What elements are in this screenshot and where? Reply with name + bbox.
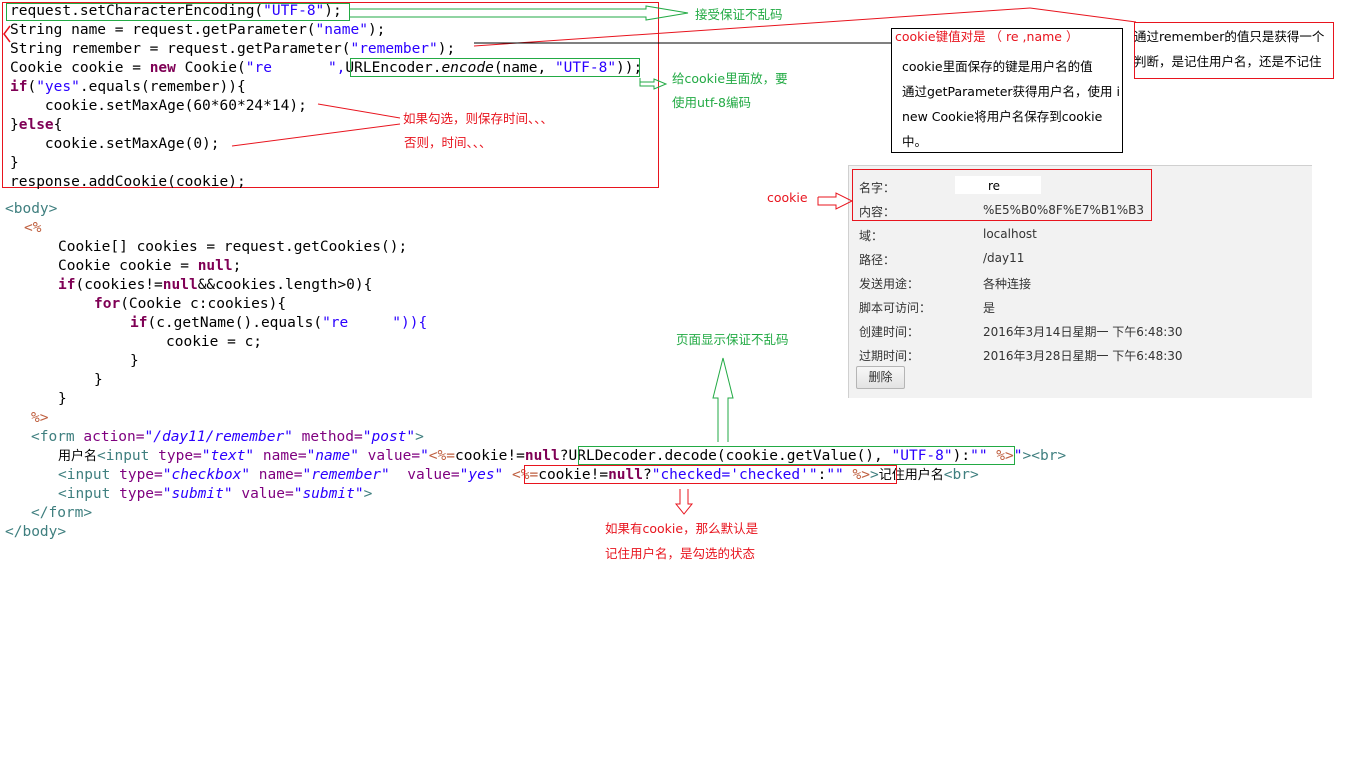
- code-line-2: String name = request.getParameter("name…: [10, 22, 386, 38]
- cookie-created-value: 2016年3月14日星期一 下午6:48:30: [983, 325, 1183, 339]
- cookie-put-arrow: [639, 78, 668, 90]
- checked-note-line2: 否则，时间、、、: [404, 135, 492, 150]
- code-b9: }: [58, 391, 67, 407]
- default-state-arrow: [674, 489, 694, 515]
- code-line-9: }: [10, 155, 19, 171]
- cookie-created-label: 创建时间：: [859, 325, 920, 339]
- cookie-label: cookie: [767, 190, 808, 205]
- cookie-expires-label: 过期时间：: [859, 349, 920, 363]
- cookie-name-content-highlight: [852, 169, 1152, 221]
- code-line-5: if("yes".equals(remember)){: [10, 79, 246, 95]
- form-close-tag: </form>: [31, 505, 93, 521]
- urlencoder-highlight-box: [350, 58, 640, 77]
- cookie-send-label: 发送用途：: [859, 277, 920, 291]
- cookie-send-value: 各种连接: [983, 277, 1032, 291]
- code-line-1: request.setCharacterEncoding("UTF-8");: [10, 3, 342, 19]
- code-b1: Cookie[] cookies = request.getCookies();: [58, 239, 408, 255]
- cookie-domain-label: 域：: [859, 229, 884, 243]
- left-bracket-marker: [3, 25, 11, 43]
- cookie-script-value: 是: [983, 301, 996, 315]
- cookie-content-value: %E5%B0%8F%E7%B1%B3: [983, 203, 1144, 217]
- code-b4: for(Cookie c:cookies){: [94, 296, 287, 312]
- jsp-close-tag: %>: [31, 410, 49, 426]
- code-b8: }: [94, 372, 103, 388]
- encoding-note: 接受保证不乱码: [695, 7, 783, 22]
- code-b5: if(c.getName().equals("re")){: [130, 315, 428, 331]
- cookie-script-label: 脚本可访问：: [859, 301, 932, 315]
- default-note-line2: 记住用户名，是勾选的状态: [605, 546, 756, 561]
- code-line-7: }else{: [10, 117, 63, 133]
- code-line-6: cookie.setMaxAge(60*60*24*14);: [10, 98, 307, 114]
- kv-note-box: [891, 28, 1123, 153]
- cookie-info-panel: 名字： re 内容： %E5%B0%8F%E7%B1%B3 域： localho…: [848, 165, 1312, 398]
- encoding-arrow: [350, 5, 689, 21]
- remember-connector: [473, 7, 1137, 47]
- top-code-frame: [2, 2, 659, 188]
- code-b6: cookie = c;: [166, 334, 263, 350]
- cookie-put-note-line2: 使用utf-8编码: [672, 95, 752, 110]
- body-open-tag: <body>: [5, 201, 58, 217]
- checked-note-line1: 如果勾选，则保存时间、、、: [403, 111, 554, 126]
- kv-note-line2: 通过getParameter获得用户名，使用 i: [902, 84, 1120, 99]
- code-line-10: response.addCookie(cookie);: [10, 174, 246, 190]
- body-close-tag: </body>: [5, 524, 67, 540]
- code-b3: if(cookies!=null&&cookies.length>0){: [58, 277, 373, 293]
- cookie-name-value: re: [988, 179, 1001, 193]
- kv-note-line3: new Cookie将用户名保存到cookie: [902, 109, 1103, 124]
- code-b2: Cookie cookie = null;: [58, 258, 242, 274]
- code-b7: }: [130, 353, 139, 369]
- encoding-highlight-box: [6, 3, 350, 21]
- masked-name-area: [955, 176, 1041, 194]
- cookie-put-note-line1: 给cookie里面放，要: [672, 71, 788, 86]
- cookie-content-label: 内容：: [859, 205, 896, 219]
- kv-note-title: cookie键值对是 （ re ,name ）: [895, 29, 1079, 44]
- remember-note-line1: 通过remember的值只是获得一个: [1134, 29, 1325, 44]
- form-line-submit: <input type="submit" value="submit">: [58, 486, 373, 502]
- cookie-domain-value: localhost: [983, 227, 1037, 241]
- remember-note-box: [1134, 22, 1334, 79]
- cookie-name-label: 名字：: [859, 181, 896, 195]
- page-display-arrow: [712, 357, 734, 442]
- cookie-path-value: /day11: [983, 251, 1025, 265]
- kv-note-line4: 中。: [902, 134, 928, 149]
- code-line-3: String remember = request.getParameter("…: [10, 41, 456, 57]
- remember-note-line2: 判断，是记住用户名，还是不记住: [1134, 54, 1322, 69]
- urldecoder-highlight-box: [578, 446, 1015, 465]
- checked-connectors: [231, 103, 401, 147]
- cookie-path-label: 路径：: [859, 253, 896, 267]
- cookie-expires-value: 2016年3月28日星期一 下午6:48:30: [983, 349, 1183, 363]
- delete-cookie-button[interactable]: 删除: [856, 366, 905, 389]
- cookie-panel-arrow: [817, 192, 854, 210]
- page-display-note: 页面显示保证不乱码: [676, 332, 789, 347]
- jsp-open-tag: <%: [24, 220, 42, 236]
- default-note-line1: 如果有cookie，那么默认是: [605, 521, 759, 536]
- form-open-line: <form action="/day11/remember" method="p…: [31, 429, 424, 445]
- checked-highlight-box: [524, 465, 897, 484]
- kv-note-line1: cookie里面保存的键是用户名的值: [902, 59, 1093, 74]
- form-line-username: 用户名<input type="text" name="name" value=…: [58, 448, 1067, 464]
- code-line-8: cookie.setMaxAge(0);: [10, 136, 220, 152]
- code-line-4: Cookie cookie = new Cookie("re",URLEncod…: [10, 60, 643, 76]
- form-line-checkbox: <input type="checkbox" name="remember" v…: [58, 467, 979, 483]
